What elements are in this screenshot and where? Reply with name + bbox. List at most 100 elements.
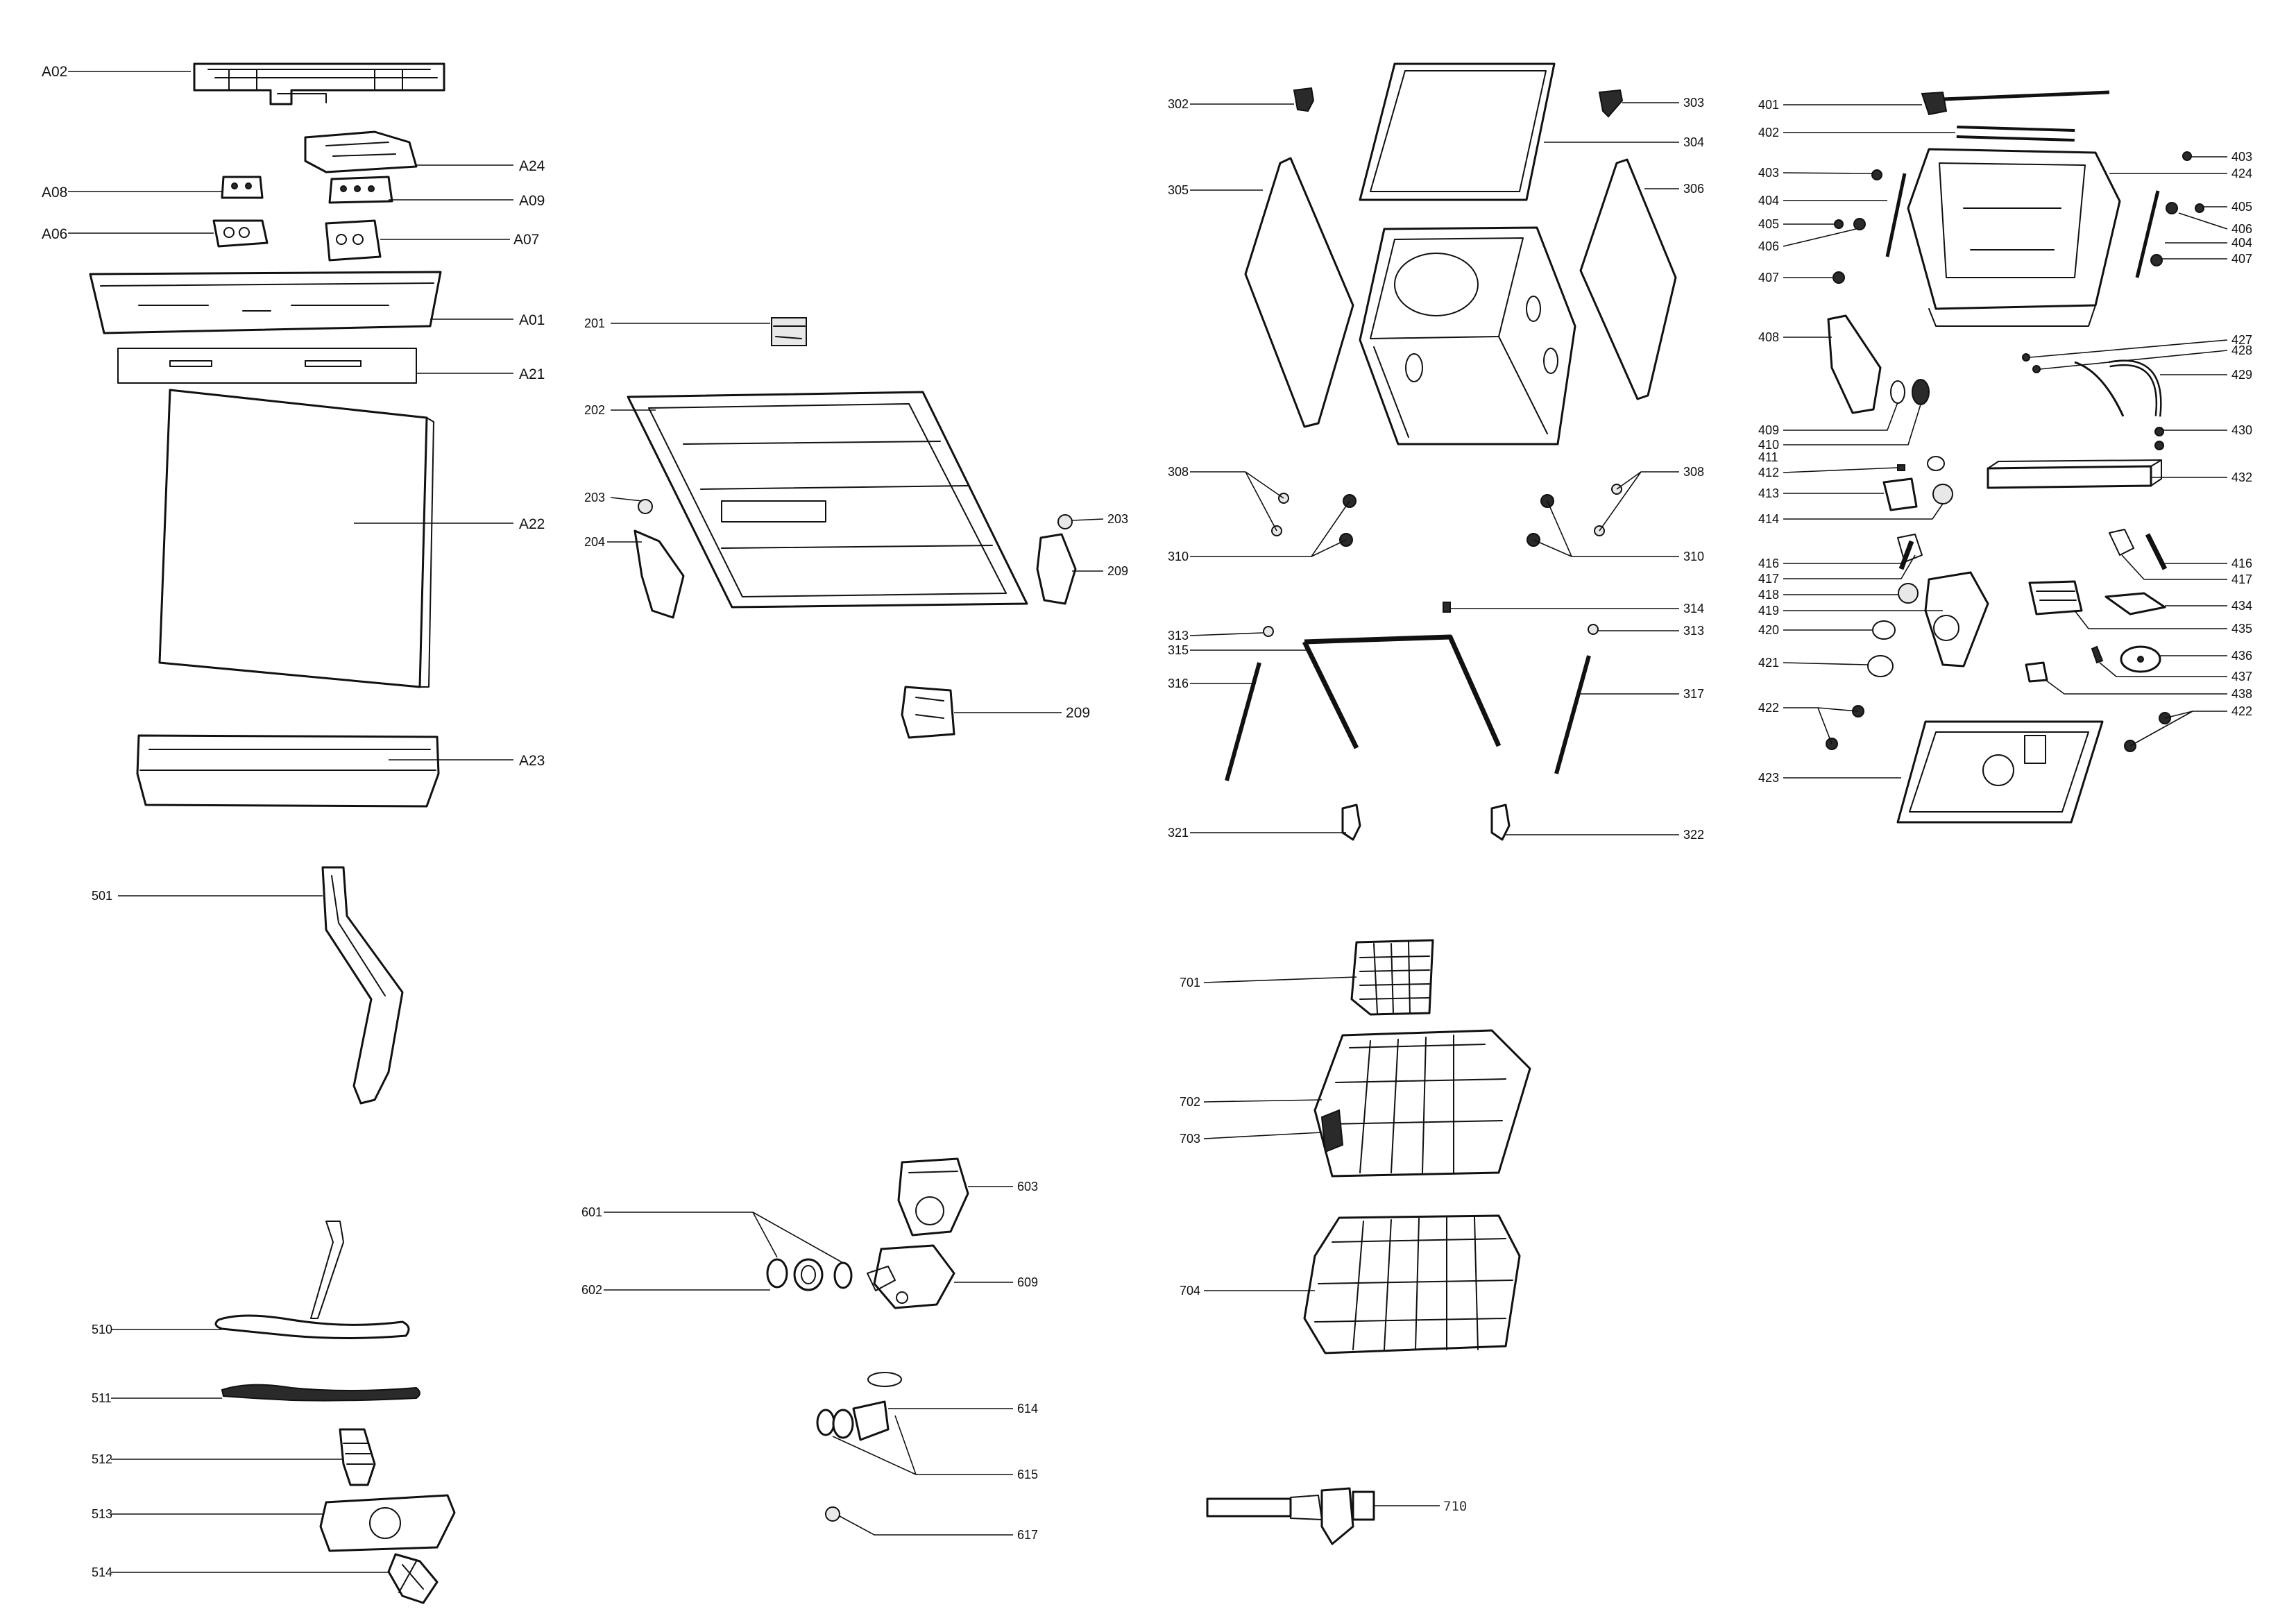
label-203-left: 203 <box>584 491 605 504</box>
label-416-left: 416 <box>1758 556 1779 570</box>
part-436-disc <box>2120 645 2161 673</box>
label-405-left: 405 <box>1758 217 1779 231</box>
part-a06-knob-block <box>212 219 269 248</box>
label-405-right: 405 <box>2231 200 2252 214</box>
label-703: 703 <box>1180 1132 1200 1146</box>
label-305: 305 <box>1168 183 1189 197</box>
part-321-hinge <box>1341 804 1361 841</box>
part-512-filter <box>339 1428 376 1486</box>
part-a07-knob-block <box>325 219 382 262</box>
label-514: 514 <box>92 1565 112 1579</box>
part-306-right-panel <box>1579 158 1677 400</box>
label-417-left: 417 <box>1758 572 1779 586</box>
label-438: 438 <box>2231 687 2252 701</box>
label-602: 602 <box>581 1283 602 1297</box>
label-416-right: 416 <box>2231 556 2252 570</box>
label-a21: A21 <box>519 366 545 382</box>
part-510-upper-arm <box>214 1221 410 1339</box>
label-a07: A07 <box>513 232 539 248</box>
part-401-inlet-hose <box>1921 90 2110 116</box>
group-4-tub-sump <box>1783 90 2228 824</box>
part-501-water-pipe <box>321 866 404 1105</box>
label-314: 314 <box>1683 602 1704 615</box>
part-cabinet-body <box>1359 226 1576 445</box>
label-315: 315 <box>1168 643 1189 657</box>
group-3-cabinet <box>1189 62 1679 841</box>
label-702: 702 <box>1180 1095 1200 1109</box>
group-2-frame <box>607 317 1104 739</box>
label-313-right: 313 <box>1683 624 1704 638</box>
label-a02: A02 <box>42 64 67 80</box>
part-411-412-413-414 <box>1882 456 1953 511</box>
part-a23-door-bottom <box>136 734 440 808</box>
part-310-feet <box>1339 494 1554 547</box>
part-labels: A02 A24 A08 A09 A06 A07 A01 A21 A22 A23 … <box>42 64 2252 1579</box>
label-209-module: 209 <box>1066 705 1090 721</box>
label-209-hinge: 209 <box>1107 564 1128 578</box>
part-a09-switch <box>328 176 393 204</box>
part-302-clip <box>1293 87 1315 112</box>
label-a24: A24 <box>519 158 545 174</box>
part-511-lower-arm <box>221 1384 420 1402</box>
part-a21-decor-strip <box>117 348 417 384</box>
part-702-upper-basket <box>1313 1029 1531 1178</box>
label-420: 420 <box>1758 623 1779 637</box>
label-436: 436 <box>2231 649 2252 663</box>
part-308-screws <box>1271 484 1622 536</box>
label-316: 316 <box>1168 677 1189 690</box>
group-5-spray-arms <box>111 866 456 1604</box>
part-317-strut <box>1554 655 1591 774</box>
part-418-419-sump <box>1898 571 1989 668</box>
label-310-left: 310 <box>1168 550 1189 563</box>
part-a08-switch <box>221 176 264 199</box>
part-305-left-panel <box>1244 157 1354 428</box>
label-a06: A06 <box>42 226 67 242</box>
label-419: 419 <box>1758 604 1779 618</box>
label-308-right: 308 <box>1683 465 1704 479</box>
label-512: 512 <box>92 1452 112 1466</box>
part-427-428-430-fittings <box>2022 353 2164 450</box>
part-209-module <box>901 686 955 739</box>
label-423: 423 <box>1758 771 1779 785</box>
part-434-pad <box>2104 592 2166 615</box>
label-511: 511 <box>92 1391 112 1405</box>
label-321: 321 <box>1168 826 1189 840</box>
label-435: 435 <box>2231 622 2252 636</box>
part-314-clip <box>1443 602 1451 613</box>
label-203-right: 203 <box>1107 512 1128 526</box>
part-617-clip <box>825 1506 840 1522</box>
label-421: 421 <box>1758 656 1779 670</box>
label-303: 303 <box>1683 96 1704 110</box>
part-203-left-clip <box>638 499 653 514</box>
label-414: 414 <box>1758 512 1779 526</box>
label-407-right: 407 <box>2231 252 2252 266</box>
part-423-base <box>1896 720 2104 824</box>
part-209-right-hinge <box>1036 533 1077 605</box>
group-a-door-assembly <box>68 62 513 808</box>
label-322: 322 <box>1683 828 1704 842</box>
part-322-hinge <box>1490 804 1511 841</box>
label-603: 603 <box>1017 1180 1038 1193</box>
label-403-left: 403 <box>1758 166 1779 180</box>
label-202: 202 <box>584 403 605 417</box>
label-204: 204 <box>584 535 605 549</box>
label-422-right: 422 <box>2231 704 2252 718</box>
label-401: 401 <box>1758 98 1779 112</box>
label-429: 429 <box>2231 368 2252 382</box>
group-6-pump <box>604 1157 1013 1536</box>
label-410: 410 <box>1758 438 1779 452</box>
part-420-421-rings <box>1867 620 1896 677</box>
label-510: 510 <box>92 1323 112 1336</box>
part-514-mesh <box>387 1553 439 1604</box>
label-417-right: 417 <box>2231 572 2252 586</box>
part-429-hose <box>2074 359 2162 417</box>
part-710-hose-connector <box>1206 1487 1375 1545</box>
part-408-bracket <box>1827 314 1882 414</box>
label-a22: A22 <box>519 516 545 532</box>
label-404-left: 404 <box>1758 194 1779 207</box>
part-316-strut <box>1225 662 1261 781</box>
label-406-left: 406 <box>1758 239 1779 253</box>
part-405-406-407-caps <box>1832 202 2204 284</box>
label-617: 617 <box>1017 1528 1038 1542</box>
label-413: 413 <box>1758 486 1779 500</box>
